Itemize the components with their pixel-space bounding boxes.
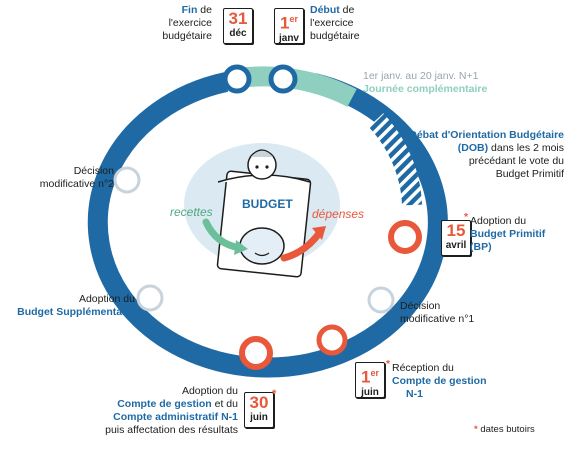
ca-line4: puis affectation des résultats bbox=[105, 424, 238, 436]
ca-line1: Adoption du bbox=[181, 385, 238, 397]
dm2-line1: Décision bbox=[73, 165, 114, 177]
recettes-label: recettes bbox=[170, 205, 213, 219]
calendar-month: janv bbox=[278, 32, 299, 44]
budget-primitif-label: * Adoption du Budget Primitif (BP) bbox=[464, 211, 568, 254]
cycle-ring bbox=[87, 72, 448, 378]
cg-line1: Réception du bbox=[392, 362, 454, 374]
calendar-day: 30 bbox=[249, 393, 269, 412]
calendar-month: juin bbox=[361, 386, 379, 398]
node-debut-exercice bbox=[268, 64, 298, 94]
budget-illustration: BUDGET recettes dépenses bbox=[170, 143, 364, 278]
calendar-day-suffix: er bbox=[370, 368, 379, 378]
decision-modificative-2-label: Décision modificative n°2 bbox=[10, 165, 114, 191]
calendar-month: déc bbox=[229, 28, 247, 39]
dm1-line1: Décision bbox=[400, 300, 441, 312]
fin-line2: l'exercice bbox=[168, 17, 212, 29]
ca-line2a: Compte de gestion bbox=[117, 398, 212, 410]
calendar-1er-juin: 1er juin bbox=[355, 362, 385, 398]
calendar-day: 1 bbox=[280, 13, 290, 33]
calendar-31-dec: 31 déc bbox=[223, 8, 253, 44]
dob-title1: Débat d'Orientation Budgétaire bbox=[409, 129, 564, 141]
deadline-star: * bbox=[272, 388, 277, 400]
node-budget-primitif bbox=[388, 220, 422, 254]
dob-rest1: dans les 2 mois bbox=[488, 142, 564, 154]
bs-line2: Budget Supplémentaire bbox=[17, 306, 135, 318]
compte-administratif-label: Adoption du Compte de gestion et du Comp… bbox=[60, 385, 238, 437]
debut-line2: l'exercice bbox=[310, 17, 354, 29]
decision-modificative-1-label: Décision modificative n°1 bbox=[400, 300, 510, 326]
cg-line2: Compte de gestion bbox=[392, 375, 487, 387]
bs-line1: Adoption du bbox=[78, 293, 135, 305]
dob-rest2: précédant le vote du bbox=[468, 155, 564, 167]
calendar-1er-janv: 1er janv bbox=[274, 8, 304, 44]
journee-dates: 1er janv. au 20 janv. N+1 bbox=[363, 70, 479, 82]
calendar-month: avril bbox=[445, 240, 467, 251]
deadline-star: * bbox=[464, 211, 469, 223]
dm2-line2: modificative n°2 bbox=[39, 178, 114, 190]
budget-supplementaire-label: Adoption du Budget Supplémentaire bbox=[2, 293, 135, 319]
calendar-30-juin: 30 juin bbox=[244, 392, 274, 428]
fin-rest: de bbox=[197, 4, 212, 16]
calendar-day: 1 bbox=[361, 367, 371, 387]
budget-word: BUDGET bbox=[242, 197, 293, 211]
deadline-star: * bbox=[386, 358, 391, 370]
dob-rest3: Budget Primitif bbox=[495, 168, 564, 180]
journee-complementaire-label: 1er janv. au 20 janv. N+1 Journée complé… bbox=[363, 70, 563, 96]
ca-line3: Compte administratif N-1 bbox=[113, 411, 238, 423]
fin-bold: Fin bbox=[181, 4, 198, 16]
node-compte-gestion bbox=[316, 324, 348, 356]
calendar-day: 31 bbox=[228, 9, 248, 28]
fin-line3: budgétaire bbox=[162, 30, 212, 42]
bp-line2: Budget Primitif bbox=[470, 228, 546, 240]
depenses-label: dépenses bbox=[312, 207, 364, 221]
node-fin-exercice bbox=[222, 64, 252, 94]
calendar-15-avril: 15 avril bbox=[441, 220, 471, 256]
fin-exercice-label: Fin de l'exercice budgétaire bbox=[110, 4, 212, 43]
legend-star: * bbox=[474, 424, 478, 435]
compte-gestion-label: * Réception du Compte de gestion N-1 bbox=[386, 358, 512, 401]
cg-line3: N-1 bbox=[406, 388, 423, 400]
node-compte-administratif bbox=[239, 336, 273, 370]
calendar-month: juin bbox=[250, 412, 268, 423]
node-budget-supplementaire bbox=[136, 284, 164, 312]
calendar-day-suffix: er bbox=[289, 14, 298, 24]
legend-dates-butoirs: * dates butoirs bbox=[474, 424, 535, 435]
debut-line3: budgétaire bbox=[310, 30, 360, 42]
dob-arc bbox=[368, 113, 422, 206]
bp-line3: (BP) bbox=[470, 241, 492, 253]
ca-line2b: et du bbox=[211, 398, 238, 410]
bp-line1: Adoption du bbox=[470, 215, 527, 227]
node-decision-modificative-1 bbox=[367, 286, 395, 314]
journee-title: Journée complémentaire bbox=[363, 83, 488, 95]
calendar-day: 15 bbox=[446, 221, 466, 240]
node-decision-modificative-2 bbox=[113, 166, 141, 194]
legend-text: dates butoirs bbox=[477, 424, 535, 435]
dob-label: Débat d'Orientation Budgétaire (DOB) dan… bbox=[372, 129, 564, 181]
debut-bold: Début bbox=[310, 4, 340, 16]
debut-rest: de bbox=[339, 4, 355, 16]
debut-exercice-label: Début de l'exercice budgétaire bbox=[310, 4, 420, 43]
dob-title2: (DOB) bbox=[457, 142, 489, 154]
dm1-line2: modificative n°1 bbox=[400, 313, 475, 325]
